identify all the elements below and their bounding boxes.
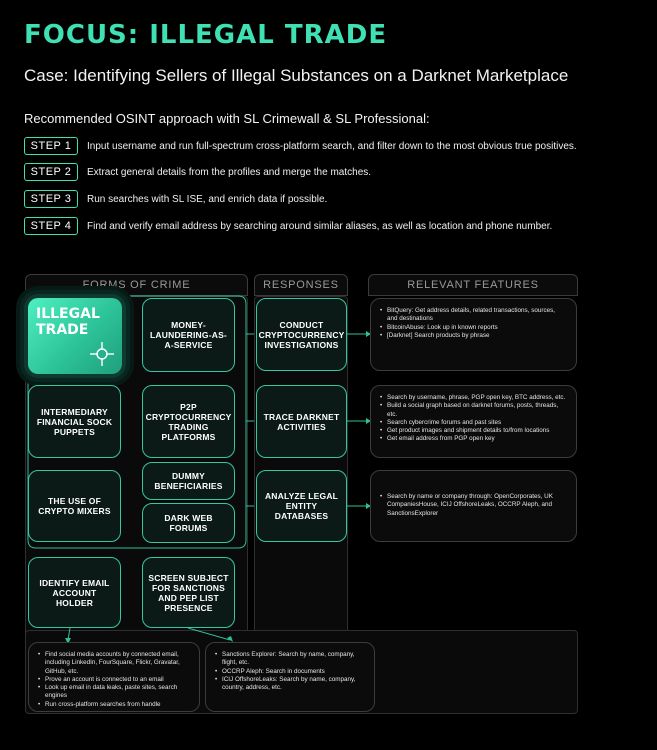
column-header-features: RELEVANT FEATURES <box>368 274 578 296</box>
intermediary-sock-puppets-box: INTERMEDIARY FINANCIAL SOCK PUPPETS <box>28 385 121 458</box>
screen-subject-box: SCREEN SUBJECT FOR SANCTIONS AND PEP LIS… <box>142 557 235 628</box>
p2p-trading-box: P2P CRYPTOCURRENCY TRADING PLATFORMS <box>142 385 235 458</box>
feature-item: Look up email in data leaks, paste sites… <box>38 684 189 701</box>
features-email: Find social media accounts by connected … <box>28 642 200 712</box>
dark-web-forums-box: DARK WEB FORUMS <box>142 503 235 543</box>
feature-item: Run cross-platform searches from handle <box>38 701 189 710</box>
feature-item: Build a social graph based on darknet fo… <box>380 402 566 419</box>
crosshair-icon <box>90 342 114 366</box>
feature-item: Get email address from PGP open key <box>380 435 566 444</box>
step-row-1: STEP 1 Input username and run full-spect… <box>24 137 577 155</box>
crypto-mixers-box: THE USE OF CRYPTO MIXERS <box>28 470 121 542</box>
feature-item: Search by name or company through: OpenC… <box>380 493 566 518</box>
feature-item: OCCRP Aleph: Search in documents <box>215 668 364 677</box>
step-badge-4: STEP 4 <box>24 217 78 235</box>
feature-item: Find social media accounts by connected … <box>38 651 189 676</box>
illegal-trade-label: ILLEGAL TRADE <box>36 306 100 338</box>
features-sanctions: Sanctions Explorer: Search by name, comp… <box>205 642 375 712</box>
identify-email-box: IDENTIFY EMAIL ACCOUNT HOLDER <box>28 557 121 628</box>
features-legal: Search by name or company through: OpenC… <box>370 470 577 542</box>
features-crypto: BitQuery: Get address details, related t… <box>370 298 577 371</box>
feature-item: Search by username, phrase, PGP open key… <box>380 394 566 403</box>
step-row-3: STEP 3 Run searches with SL ISE, and enr… <box>24 190 327 208</box>
feature-item: BitQuery: Get address details, related t… <box>380 307 566 324</box>
step-text-2: Extract general details from the profile… <box>87 166 372 178</box>
response-crypto-box: CONDUCT CRYPTOCURRENCY INVESTIGATIONS <box>256 298 347 371</box>
step-badge-1: STEP 1 <box>24 137 78 155</box>
feature-item: Get product images and shipment details … <box>380 427 566 436</box>
column-header-crime: FORMS OF CRIME <box>25 274 248 296</box>
feature-item: ICIJ OffshoreLeaks: Search by name, comp… <box>215 676 364 693</box>
step-badge-3: STEP 3 <box>24 190 78 208</box>
response-darknet-box: TRACE DARKNET ACTIVITIES <box>256 385 347 458</box>
illegal-trade-box: ILLEGAL TRADE <box>28 298 122 374</box>
feature-item: Prove an account is connected to an emai… <box>38 676 189 685</box>
step-badge-2: STEP 2 <box>24 163 78 181</box>
page-title: FOCUS: ILLEGAL TRADE <box>24 20 388 50</box>
recommended-approach: Recommended OSINT approach with SL Crime… <box>24 111 430 126</box>
feature-item: BitcoinAbuse: Look up in known reports <box>380 324 566 333</box>
response-legal-box: ANALYZE LEGAL ENTITY DATABASES <box>256 470 347 542</box>
step-text-1: Input username and run full-spectrum cro… <box>87 140 577 152</box>
step-row-4: STEP 4 Find and verify email address by … <box>24 217 552 235</box>
feature-item: [Darknet] Search products by phrase <box>380 332 566 341</box>
column-header-responses: RESPONSES <box>254 274 348 296</box>
case-subtitle: Case: Identifying Sellers of Illegal Sub… <box>24 66 569 85</box>
dummy-beneficiaries-box: DUMMY BENEFICIARIES <box>142 462 235 500</box>
step-text-4: Find and verify email address by searchi… <box>87 220 553 232</box>
feature-item: Search cybercrime forums and past sites <box>380 419 566 428</box>
feature-item: Sanctions Explorer: Search by name, comp… <box>215 651 364 668</box>
step-text-3: Run searches with SL ISE, and enrich dat… <box>87 193 328 205</box>
step-row-2: STEP 2 Extract general details from the … <box>24 163 371 181</box>
features-darknet: Search by username, phrase, PGP open key… <box>370 385 577 458</box>
money-laundering-box: MONEY-LAUNDERING-AS-A-SERVICE <box>142 298 235 372</box>
